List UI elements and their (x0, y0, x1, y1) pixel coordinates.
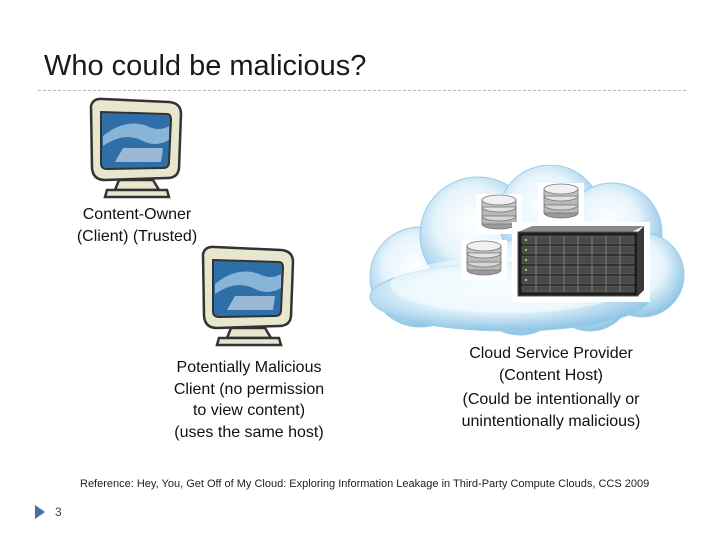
malicious-client-line: Potentially Malicious (176, 359, 322, 376)
malicious-client-line: (uses the same host) (174, 423, 324, 441)
malicious-client-line: Client (no permission (173, 380, 325, 398)
title-divider (38, 90, 686, 91)
provider-line: (Could be intentionally or (462, 391, 640, 408)
malicious-client-label: Potentially Malicious Client (no permiss… (150, 357, 348, 443)
content-owner-line: Content-Owner (82, 206, 192, 223)
reference-text: Reference: Hey, You, Get Off of My Cloud… (80, 478, 650, 490)
monitor-icon (89, 97, 183, 199)
slide-title: Who could be malicious? (44, 50, 367, 82)
provider-line: Cloud Service Provider (469, 345, 633, 362)
database-icon (461, 240, 507, 280)
malicious-client-line: to view content) (192, 402, 306, 419)
database-icon (476, 194, 522, 234)
content-owner-label: Content-Owner (Client) (Trusted) (62, 204, 212, 247)
provider-line: unintentionally malicious) (461, 412, 641, 430)
triangle-bullet-icon (35, 505, 45, 519)
provider-line: (Content Host) (498, 366, 604, 384)
database-icon (538, 183, 584, 223)
monitor-icon (201, 245, 295, 347)
content-owner-line: (Client) (Trusted) (76, 227, 198, 245)
provider-label: Cloud Service Provider (Content Host) (C… (436, 343, 666, 432)
slide-number: 3 (55, 505, 62, 519)
server-rack-icon (512, 222, 650, 302)
